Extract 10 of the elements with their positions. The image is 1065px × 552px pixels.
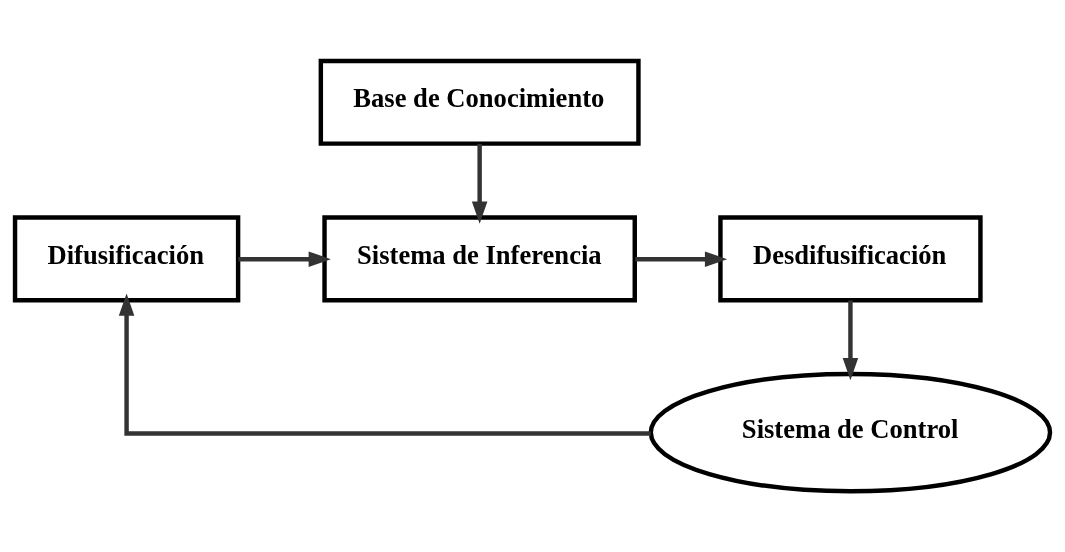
node-box: Difusificación [12,215,241,303]
arrow [471,143,488,224]
arrow [635,251,728,267]
arrow [118,293,651,436]
arrow [842,300,859,381]
node-ellipse: Sistema de Control [648,371,1053,494]
node-box: Base de Conocimiento [318,58,641,146]
node-box: Desdifusificación [718,215,983,303]
arrow [238,251,331,267]
node-box: Sistema de Inferencia [322,215,637,303]
